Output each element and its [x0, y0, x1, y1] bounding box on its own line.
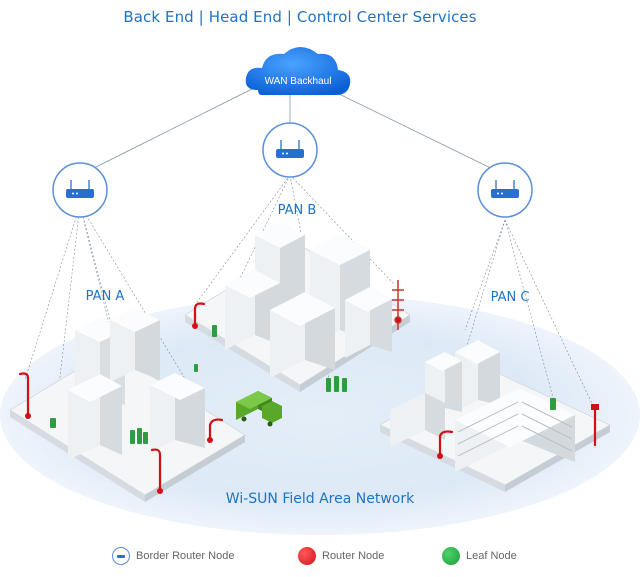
border-router-pan-a[interactable] — [52, 162, 108, 218]
router-node-icon — [298, 547, 316, 565]
legend-label: Router Node — [322, 550, 385, 562]
border-router-pan-c[interactable] — [477, 162, 533, 218]
router-markers — [25, 323, 599, 494]
network-diagram: WAN Backhaul PAN A PAN B PAN C Wi-SUN Fi… — [0, 47, 640, 535]
diagram-title: Back End | Head End | Control Center Ser… — [123, 8, 477, 26]
pan-b-block — [184, 222, 411, 392]
radio-tower — [392, 280, 404, 330]
pan-a-block — [9, 308, 246, 502]
cloud-label: WAN Backhaul — [265, 76, 332, 87]
utility-truck — [236, 391, 282, 427]
legend-label: Leaf Node — [466, 550, 517, 562]
border-router-pan-b[interactable] — [262, 122, 318, 178]
wan-cloud — [245, 47, 351, 95]
legend-label: Border Router Node — [136, 550, 235, 562]
border-router-icon — [112, 547, 130, 565]
pan-a-label: PAN A — [86, 289, 125, 304]
legend-item-border-router: Border Router Node — [112, 547, 234, 565]
pan-c-label: PAN C — [491, 290, 530, 305]
leaf-node-icon — [442, 547, 460, 565]
pan-c-block — [378, 340, 612, 492]
network-label: Wi-SUN Field Area Network — [226, 491, 415, 507]
leaf-nodes — [50, 325, 556, 444]
legend-item-router: Router Node — [298, 547, 384, 565]
legend: Border Router Node Router Node Leaf Node — [0, 547, 640, 571]
street-light-router — [18, 302, 597, 492]
pan-b-label: PAN B — [278, 203, 317, 218]
legend-item-leaf: Leaf Node — [442, 547, 517, 565]
